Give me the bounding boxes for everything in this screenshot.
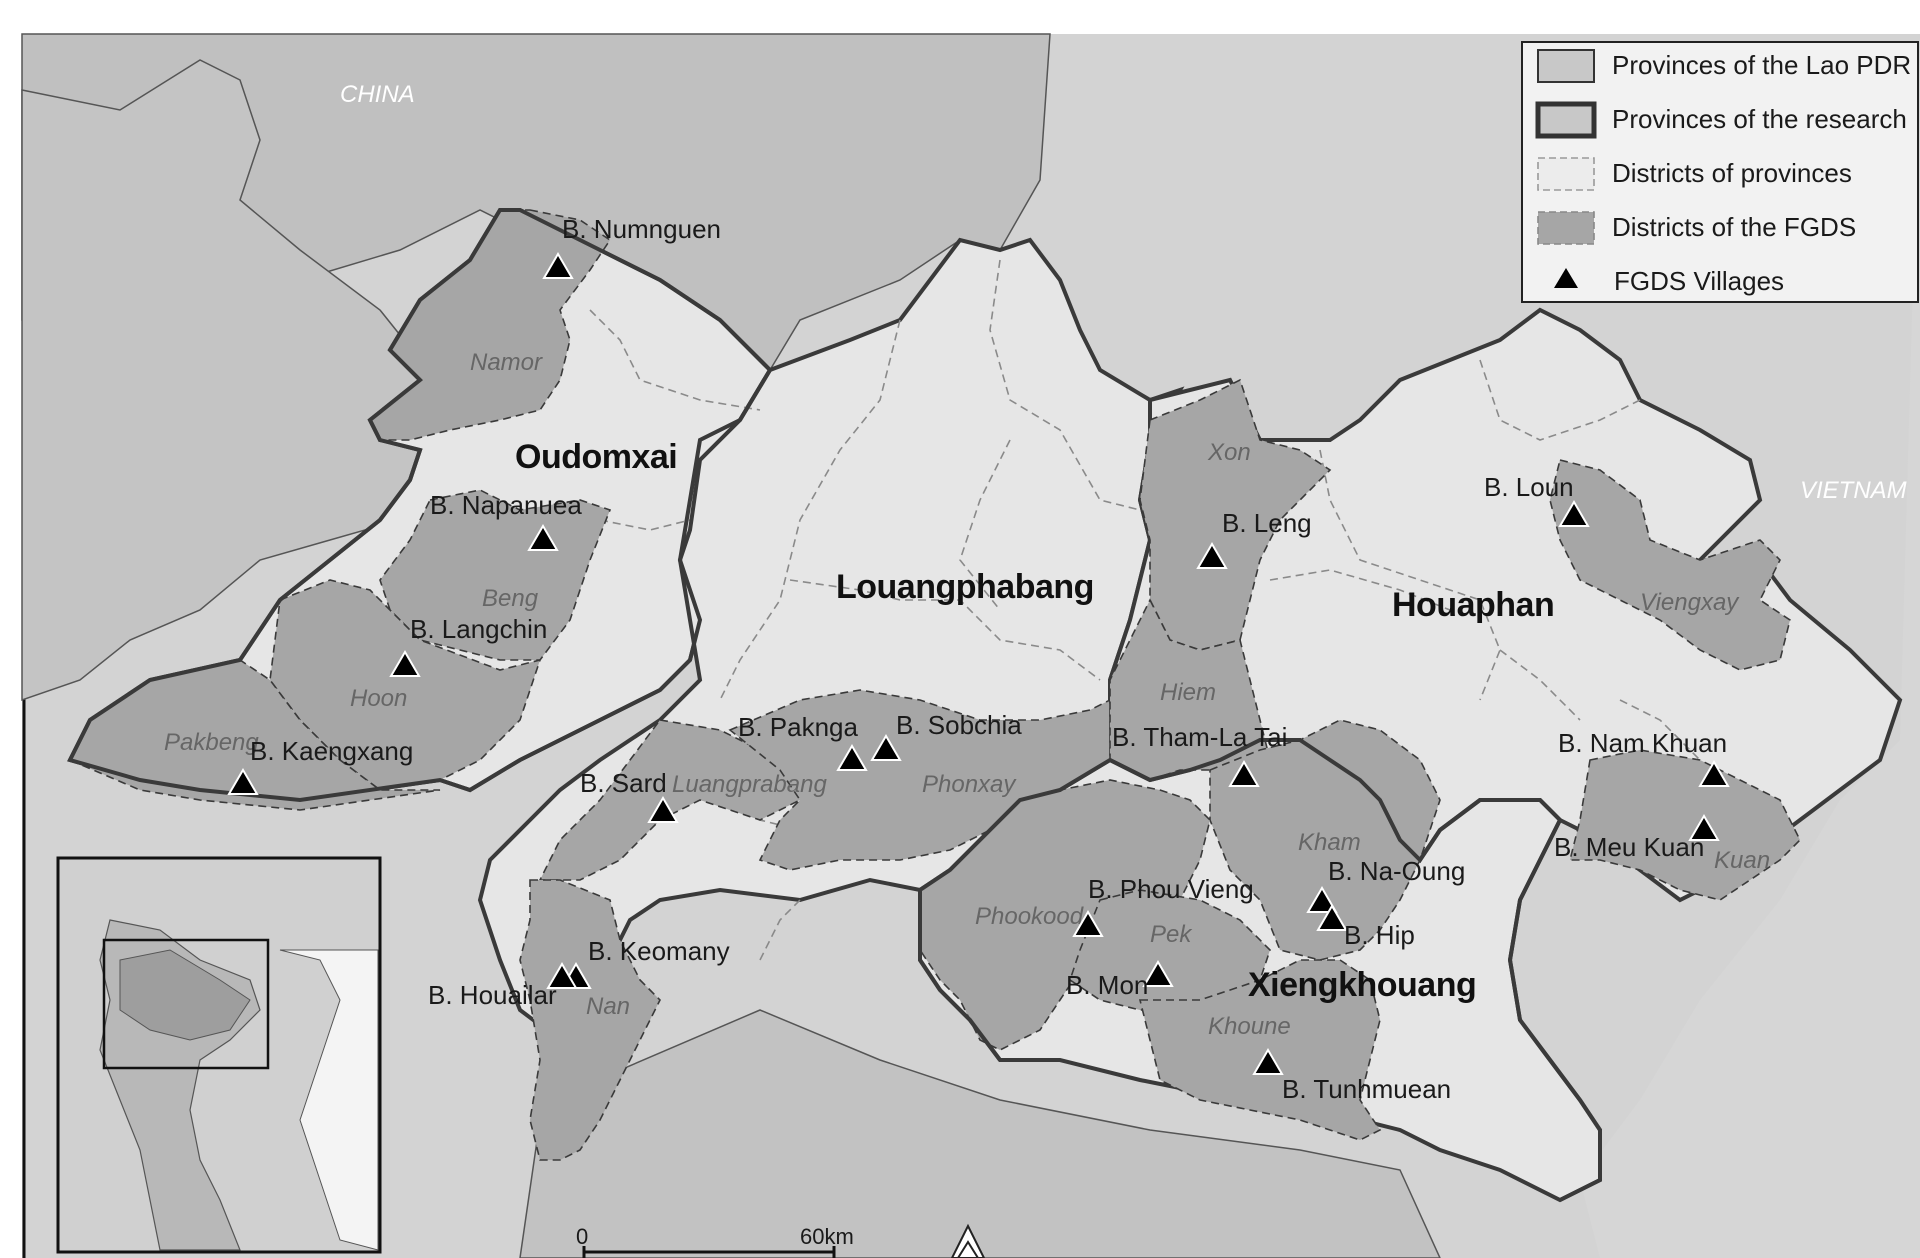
district-label-nan: Nan [586, 993, 630, 1020]
legend-label-districts: Districts of provinces [1612, 158, 1852, 188]
district-label-pakbeng: Pakbeng [164, 729, 259, 756]
village-label-naoung: B. Na-Oung [1328, 856, 1465, 886]
scale-label-start: 0 [576, 1224, 588, 1249]
district-pakbeng [68, 659, 441, 811]
village-marker-phouvieng [1072, 910, 1104, 937]
district-kuan [1568, 749, 1801, 901]
district-kham [1209, 719, 1441, 961]
village-label-leng: B. Leng [1222, 508, 1312, 538]
village-label-meukuan: B. Meu Kuan [1554, 832, 1704, 862]
village-label-namkhuan: B. Nam Khuan [1558, 728, 1727, 758]
province-label-houaphan: Houaphan [1392, 586, 1554, 624]
village-marker-langchin [389, 650, 421, 677]
village-marker-numnguen [542, 252, 574, 279]
village-marker-loun [1558, 500, 1590, 527]
legend-swatch-fgds-districts [1537, 211, 1595, 245]
village-marker-meukuan [1688, 814, 1720, 841]
district-label-pek: Pek [1150, 921, 1193, 948]
village-label-hip: B. Hip [1344, 920, 1415, 950]
province-outlines [67, 208, 1602, 1202]
district-label-beng: Beng [482, 585, 539, 612]
district-nan [519, 879, 661, 1161]
district-hiem [1109, 598, 1271, 781]
province-label-oudomxai: Oudomxai [515, 438, 677, 476]
inset-research-area [119, 949, 251, 1041]
village-marker-naoung [1306, 886, 1338, 913]
village-label-keomany: B. Keomany [588, 936, 730, 966]
village-marker-hip [1316, 904, 1348, 931]
village-label-napanuea: B. Napanuea [430, 490, 582, 520]
village-label-loun: B. Loun [1484, 472, 1574, 502]
scale-label-end: 60km [800, 1224, 854, 1249]
inset-extent-box [102, 938, 270, 1070]
district-label-kuan: Kuan [1714, 847, 1770, 874]
village-marker-paknga [836, 744, 868, 771]
village-label-houailar: B. Houailar [428, 980, 557, 1010]
village-label-langchin: B. Langchin [410, 614, 547, 644]
village-label-phouvieng: B. Phou Vieng [1088, 874, 1254, 904]
legend: Provinces of the Lao PDR Provinces of th… [1521, 41, 1919, 303]
legend-label-research-provinces: Provinces of the research [1612, 104, 1907, 134]
province-louangphabang [477, 237, 1185, 1043]
village-marker-leng [1196, 542, 1228, 569]
village-marker-namkhuan [1698, 760, 1730, 787]
village-label-mon: B. Mon [1066, 970, 1148, 1000]
village-label-numnguen: B. Numnguen [562, 214, 721, 244]
legend-label-fgds-districts: Districts of the FGDS [1612, 212, 1856, 242]
district-label-hoon: Hoon [350, 685, 407, 712]
village-marker-mon [1142, 960, 1174, 987]
fgds-districts [68, 209, 1801, 1161]
village-label-thamlatai: B. Tham-La Tai [1112, 722, 1287, 752]
village-label-kaengxang: B. Kaengxang [250, 736, 413, 766]
legend-label-villages: FGDS Villages [1614, 266, 1784, 296]
district-label-phookood: Phookood [975, 903, 1084, 930]
village-marker-sard [647, 796, 679, 823]
district-viengxay [1549, 459, 1791, 671]
inset-map [56, 856, 382, 1254]
village-marker-napanuea [527, 524, 559, 551]
village-marker-tunhmuean [1252, 1048, 1284, 1075]
district-label-phonxay: Phonxay [922, 771, 1017, 798]
country-label-china: CHINA [340, 81, 415, 108]
vietnam-land [1580, 34, 1920, 1258]
legend-swatch-research-provinces [1535, 101, 1597, 139]
district-label-kham: Kham [1298, 829, 1361, 856]
village-markers [227, 252, 1730, 1075]
village-marker-thamlatai [1228, 760, 1260, 787]
province-label-xiengkhouang: Xiengkhouang [1248, 966, 1476, 1004]
legend-label-lao-provinces: Provinces of the Lao PDR [1612, 50, 1911, 80]
legend-village-icon [1554, 268, 1578, 288]
village-label-paknga: B. Paknga [738, 712, 859, 742]
district-xon [1139, 378, 1332, 651]
legend-swatch-districts [1537, 157, 1595, 191]
village-marker-sobchia [870, 734, 902, 761]
village-marker-houailar [546, 962, 578, 989]
province-label-louangphabang: Louangphabang [836, 568, 1094, 606]
district-label-hiem: Hiem [1160, 679, 1216, 706]
inset-sea [279, 949, 379, 1251]
village-label-tunhmuean: B. Tunhmuean [1282, 1074, 1451, 1104]
country-label-vietnam: VIETNAM [1800, 477, 1907, 504]
district-label-viengxay: Viengxay [1640, 589, 1740, 616]
district-label-xon: Xon [1207, 439, 1251, 466]
scale-bar: 0 60km [576, 1224, 854, 1258]
village-marker-kaengxang [227, 768, 259, 795]
district-label-namor: Namor [470, 349, 543, 376]
village-label-sard: B. Sard [580, 768, 667, 798]
district-label-luangprabang: Luangprabang [672, 771, 827, 798]
district-label-khoune: Khoune [1208, 1013, 1291, 1040]
village-label-sobchia: B. Sobchia [896, 710, 1022, 740]
north-arrow-inner-icon [956, 1240, 980, 1258]
district-khoune [1138, 959, 1382, 1141]
legend-swatch-lao-provinces [1537, 49, 1595, 83]
